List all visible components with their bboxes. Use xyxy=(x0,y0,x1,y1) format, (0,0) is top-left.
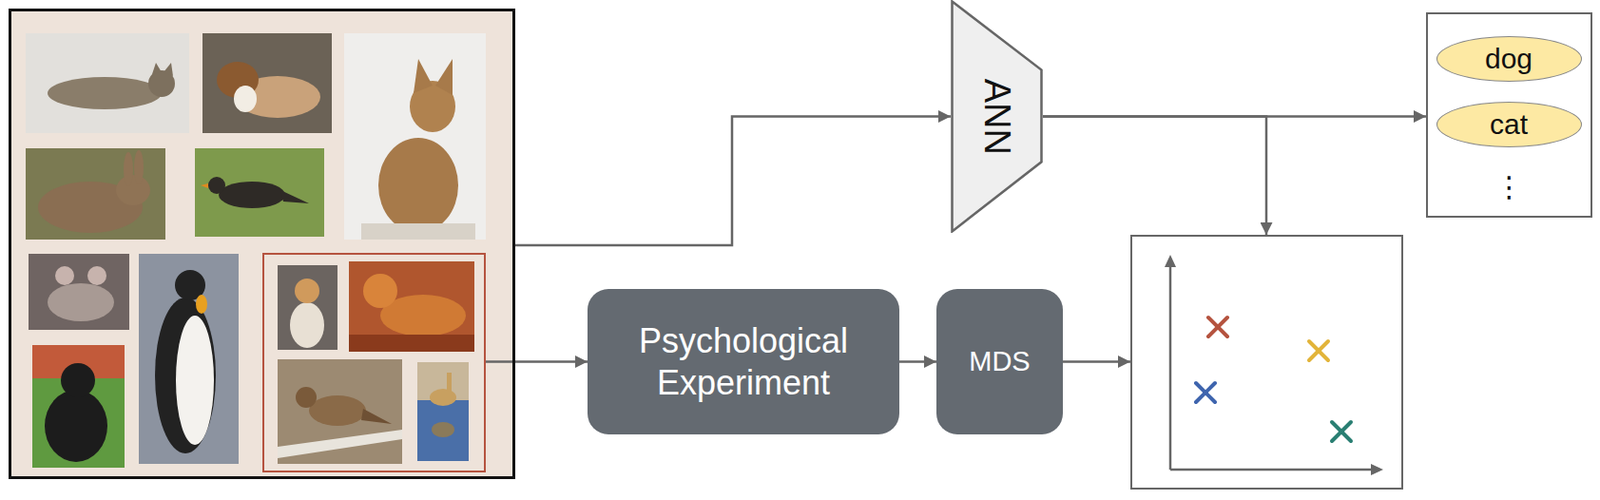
photo-cat-small xyxy=(277,265,338,350)
node-text: MDS xyxy=(968,345,1030,379)
class-label: dog xyxy=(1436,36,1582,82)
output-box: dog cat ⋮ xyxy=(1426,12,1593,218)
photo-rabbit xyxy=(25,148,166,240)
photo-giraffe xyxy=(417,362,469,462)
photo-blackbird xyxy=(194,148,325,237)
subset-box xyxy=(262,252,486,473)
photo-beagle xyxy=(202,33,332,134)
photo-mouse xyxy=(28,253,130,330)
ellipsis-mark: ⋮ xyxy=(1495,170,1524,205)
photo-cat-lying xyxy=(25,33,190,134)
node-text: Psychological Experiment xyxy=(587,320,900,403)
arrow-connector xyxy=(485,360,588,364)
node-text: cat xyxy=(1489,107,1528,142)
plot-box xyxy=(1130,234,1404,490)
class-label: cat xyxy=(1436,101,1582,148)
photo-sparrow xyxy=(277,359,403,464)
process-box: MDS xyxy=(936,289,1063,435)
photo-black-dog xyxy=(32,345,125,468)
arrow-connector xyxy=(515,116,951,247)
process-box: Psychological Experiment xyxy=(587,289,900,435)
photo-golden-dog xyxy=(348,261,475,352)
plot-axes xyxy=(1164,254,1384,476)
trapezoid-shape xyxy=(952,1,1042,232)
image-set-ground xyxy=(8,8,516,480)
photo-cat-sitting xyxy=(344,33,486,240)
arrow-connector xyxy=(899,360,937,364)
embedding-points xyxy=(1195,317,1351,442)
ann-trapezoid: ANN xyxy=(950,0,1043,233)
model-label: ANN xyxy=(975,77,1020,155)
node-text: dog xyxy=(1484,41,1533,77)
arrow-connector xyxy=(1062,360,1131,364)
photo-penguin xyxy=(138,253,239,464)
arrow-connector xyxy=(1042,116,1267,236)
image-set-box xyxy=(8,8,516,480)
